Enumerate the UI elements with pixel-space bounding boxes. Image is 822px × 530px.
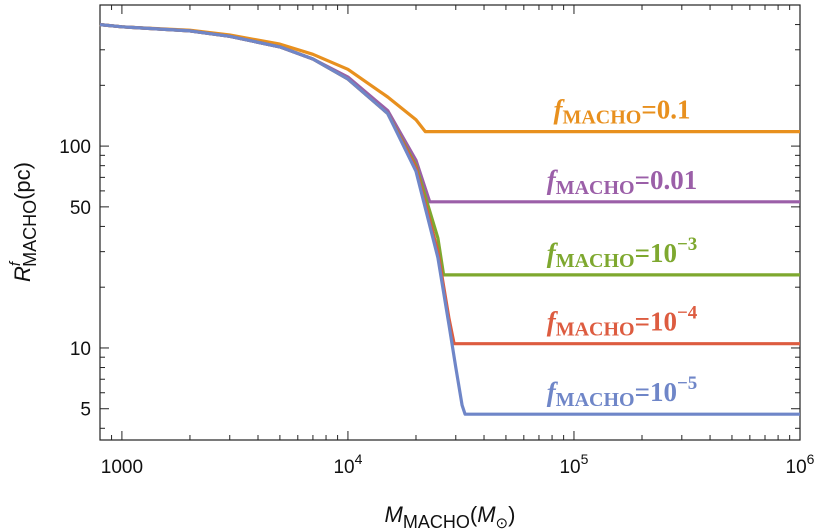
series-label-3: fMACHO=10−4: [547, 303, 698, 341]
y-tick-label: 5: [80, 400, 91, 421]
x-tick-label: 104: [333, 451, 362, 478]
x-tick-label: 106: [786, 451, 815, 478]
series-line-4: [99, 23, 800, 416]
y-axis-label: RfMACHO(pc): [7, 162, 40, 282]
series-label-1: fMACHO=0.01: [547, 165, 698, 199]
x-tick-label: 105: [559, 451, 588, 478]
x-axis-label: MMACHO(M⊙): [385, 502, 516, 530]
y-tick-label: 100: [59, 137, 91, 158]
series-line-0: [99, 23, 800, 134]
y-tick-label: 10: [70, 339, 91, 360]
x-tick-label: 1000: [101, 457, 143, 478]
y-tick-label: 50: [70, 198, 91, 219]
series-label-2: fMACHO=10−3: [547, 234, 698, 272]
series-label-0: fMACHO=0.1: [553, 95, 690, 129]
series-label-4: fMACHO=10−5: [547, 373, 698, 411]
plot-frame: [99, 4, 801, 441]
